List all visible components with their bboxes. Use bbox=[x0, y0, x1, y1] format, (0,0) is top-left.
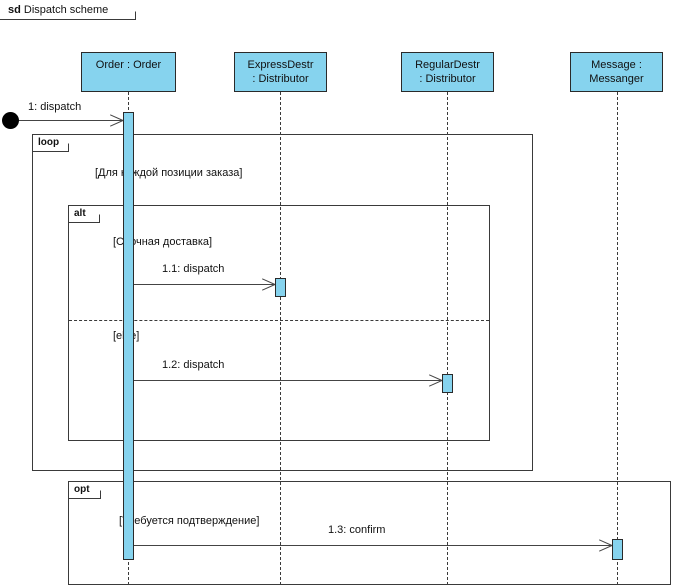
lifeline-head-order[interactable]: Order : Order bbox=[81, 52, 176, 92]
message-1-label: 1: dispatch bbox=[28, 101, 82, 113]
lifeline-stem-regular bbox=[447, 92, 448, 585]
fragment-alt[interactable] bbox=[68, 205, 490, 441]
fragment-loop-operator: loop bbox=[33, 135, 69, 152]
lifeline-head-regular[interactable]: RegularDestr : Distributor bbox=[401, 52, 494, 92]
start-node[interactable] bbox=[2, 112, 19, 129]
diagram-frame-tab: sd Dispatch scheme bbox=[0, 0, 136, 20]
message-1-3-arrowhead bbox=[598, 545, 612, 559]
message-1-2-label: 1.2: dispatch bbox=[162, 359, 225, 371]
fragment-loop[interactable] bbox=[32, 134, 533, 471]
fragment-alt-operator: alt bbox=[69, 206, 100, 223]
fragment-loop-guard: [Для каждой позиции заказа] bbox=[95, 167, 243, 179]
message-1-line[interactable] bbox=[19, 120, 123, 121]
lifeline-stem-express bbox=[280, 92, 281, 585]
message-1-1-arrowhead bbox=[261, 284, 275, 298]
message-1-3-label: 1.3: confirm bbox=[328, 524, 386, 536]
fragment-opt-operator: opt bbox=[69, 482, 101, 499]
lifeline-head-order-line1: Order : Order bbox=[95, 59, 162, 71]
activation-bar-order[interactable] bbox=[123, 112, 134, 560]
message-1-3-line[interactable] bbox=[134, 545, 612, 546]
message-1-2-line[interactable] bbox=[134, 380, 442, 381]
message-1-2-arrowhead bbox=[428, 380, 442, 394]
lifeline-head-regular-line2: : Distributor bbox=[419, 73, 476, 85]
lifeline-head-regular-line1: RegularDestr bbox=[415, 59, 480, 71]
activation-bar-regular[interactable] bbox=[442, 374, 453, 393]
fragment-alt-divider bbox=[69, 320, 489, 321]
lifeline-head-express-line1: ExpressDestr bbox=[247, 59, 314, 71]
lifeline-head-express[interactable]: ExpressDestr : Distributor bbox=[234, 52, 327, 92]
message-1-1-line[interactable] bbox=[134, 284, 275, 285]
lifeline-head-message-line1: Message : bbox=[591, 59, 642, 71]
fragment-alt-guard: [Срочная доставка] bbox=[113, 236, 213, 248]
lifeline-head-express-line2: : Distributor bbox=[252, 73, 309, 85]
fragment-opt-guard: [Требуется подтверждение] bbox=[119, 515, 260, 527]
frame-tab-text: sd Dispatch scheme bbox=[8, 2, 108, 18]
activation-bar-express[interactable] bbox=[275, 278, 286, 297]
message-1-arrowhead bbox=[109, 120, 123, 134]
frame-keyword: sd bbox=[8, 4, 21, 16]
message-1-1-label: 1.1: dispatch bbox=[162, 263, 225, 275]
activation-bar-message[interactable] bbox=[612, 539, 623, 560]
lifeline-head-message[interactable]: Message : Messanger bbox=[570, 52, 663, 92]
frame-title-text: Dispatch scheme bbox=[23, 4, 109, 16]
lifeline-head-message-line2: Messanger bbox=[589, 73, 644, 85]
lifeline-stem-message bbox=[617, 92, 618, 585]
